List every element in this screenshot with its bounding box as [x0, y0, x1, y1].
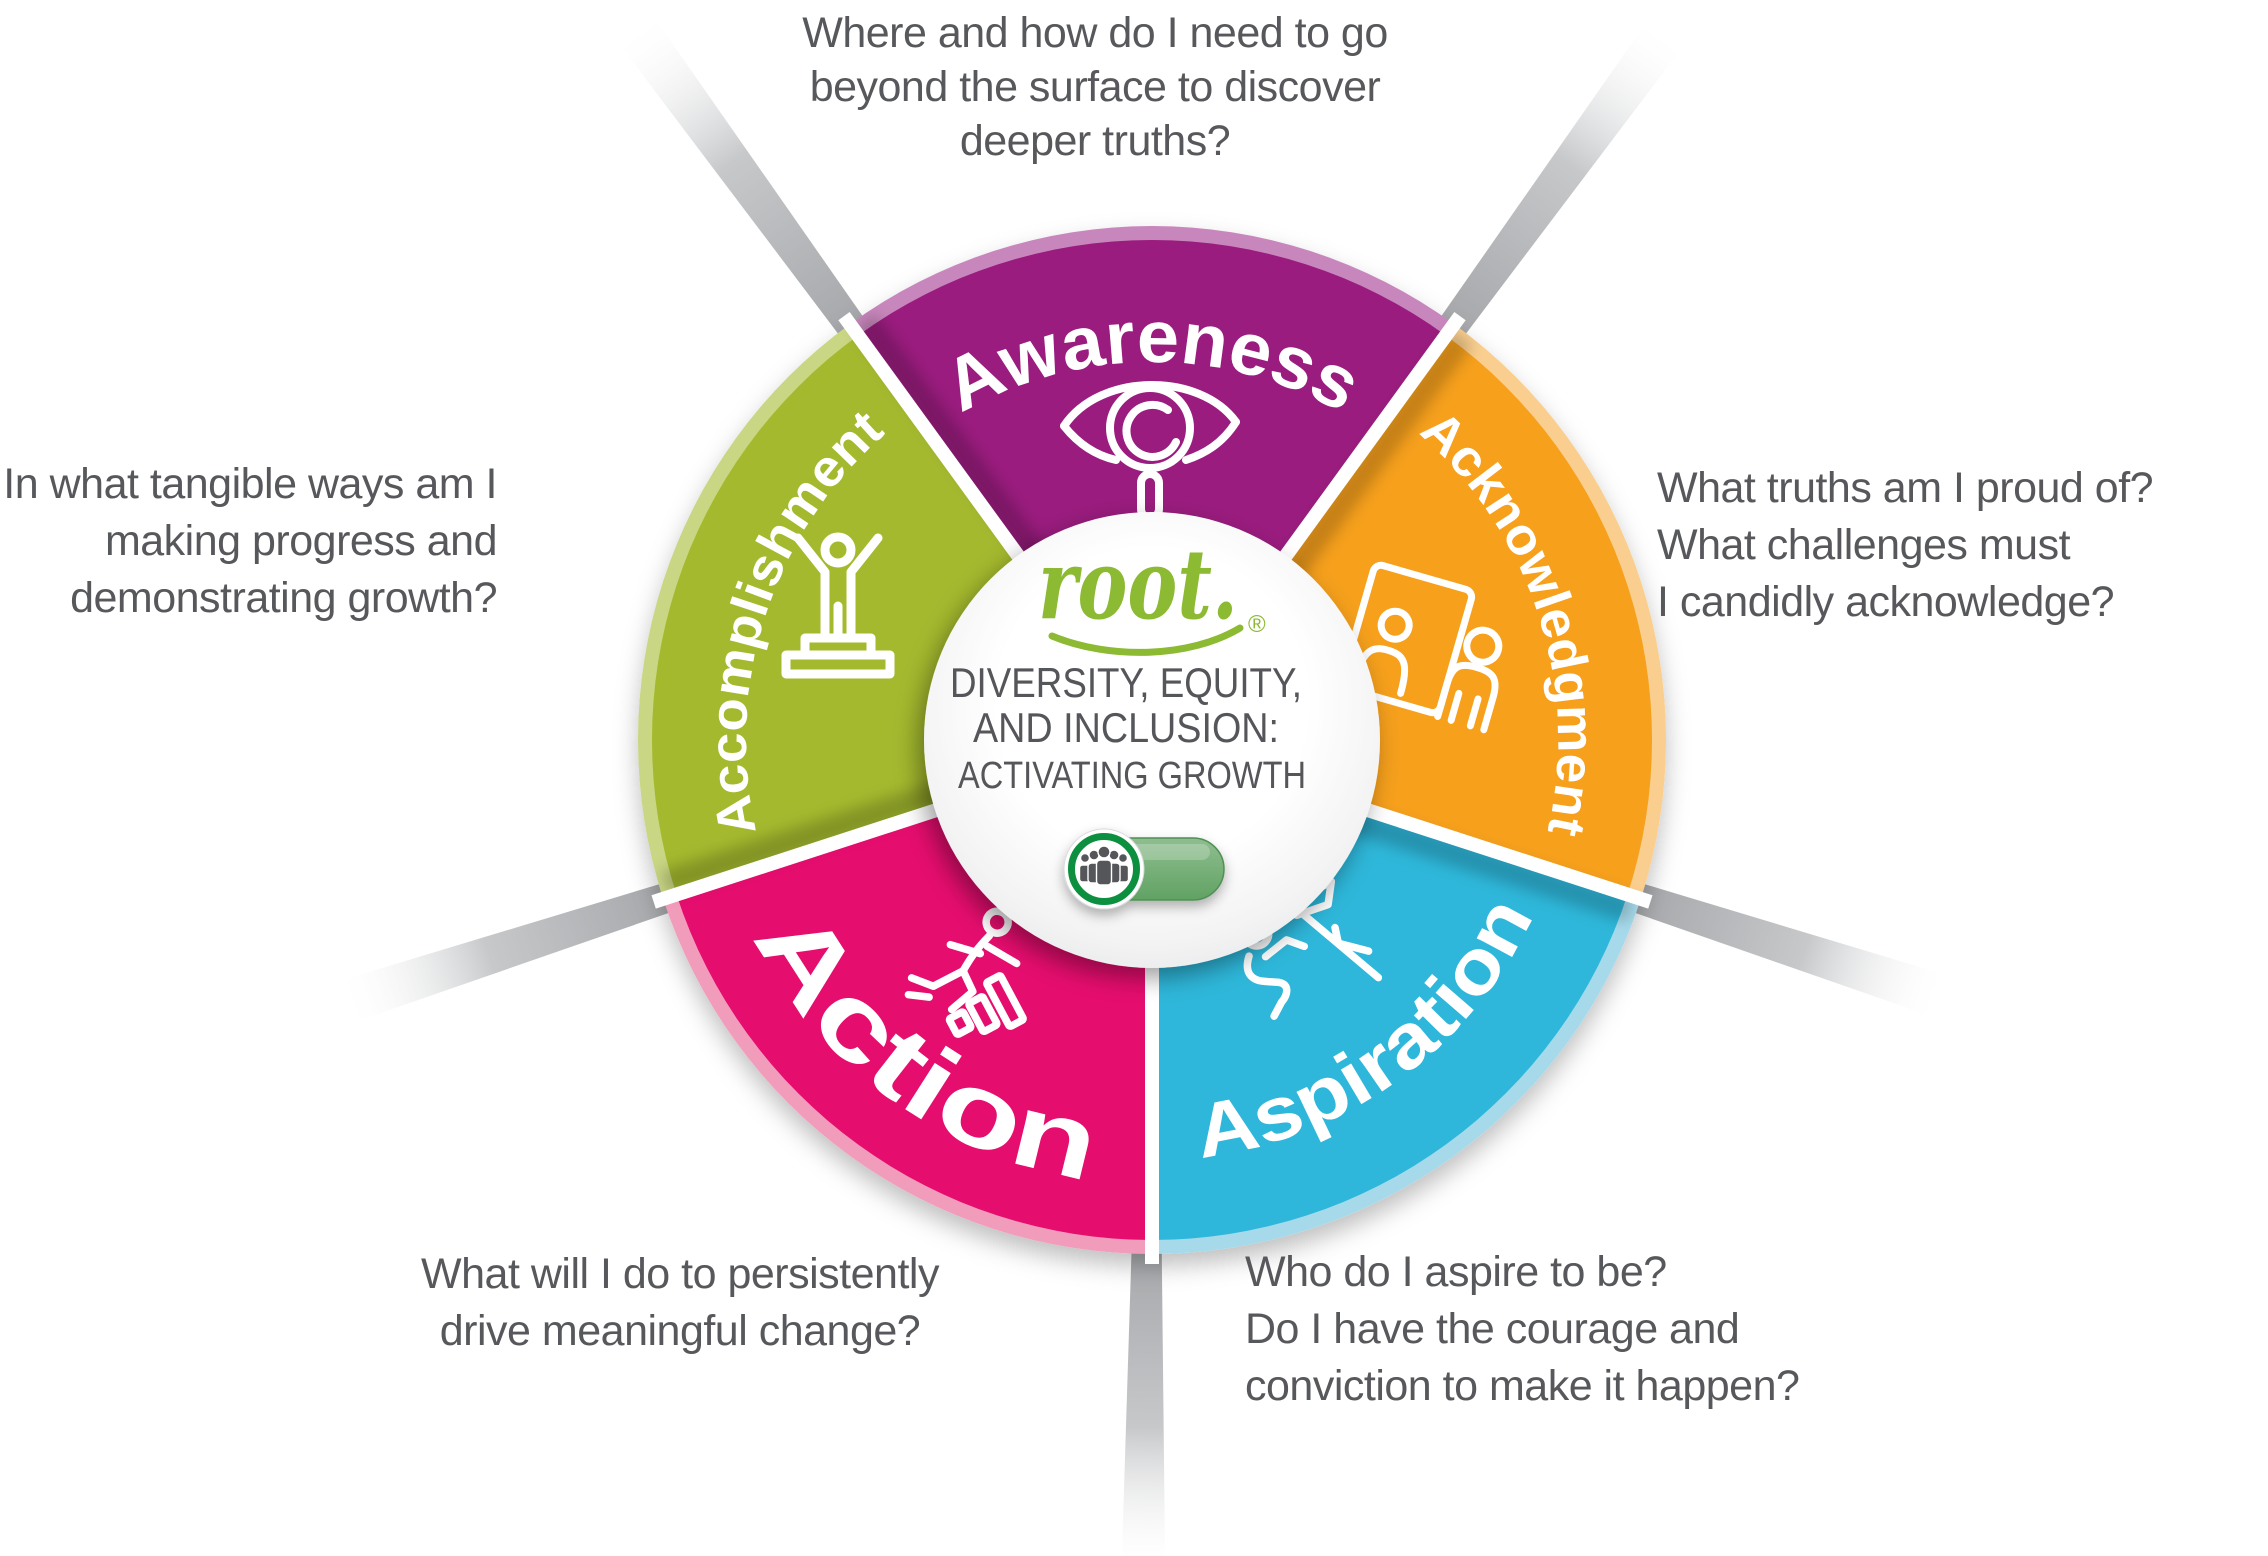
- center-hub: root. ® DIVERSITY, EQUITY, AND INCLUSION…: [924, 512, 1380, 968]
- question-line: conviction to make it happen?: [1245, 1362, 1800, 1410]
- segment-gap: [838, 311, 1050, 596]
- center-circle: [924, 512, 1380, 968]
- question-line: Who do I aspire to be?: [1245, 1248, 1667, 1296]
- question-line: drive meaningful change?: [439, 1307, 921, 1355]
- victory-podium-icon: [781, 532, 895, 679]
- root-logo: root.: [1038, 528, 1238, 641]
- mirror-reflection-icon: [1338, 561, 1503, 734]
- question-acknowledgment: What truths am I proud of? What challeng…: [1657, 460, 2268, 631]
- question-aspiration: Who do I aspire to be? Do I have the cou…: [1245, 1244, 2005, 1415]
- segment-edge-shadow: [1269, 329, 1473, 596]
- spoke-line: [334, 882, 676, 1025]
- segment-gap: [651, 790, 980, 909]
- question-line: making progress and: [104, 517, 498, 565]
- center-title-line1: DIVERSITY, EQUITY,: [950, 659, 1302, 706]
- radiating-spokes: [334, 11, 1951, 1556]
- segment-icons: [781, 381, 1503, 1038]
- center-title-line2: AND INCLUSION:: [973, 704, 1279, 751]
- segment-gap: [1254, 311, 1466, 596]
- eye-magnifier-icon: [1060, 381, 1240, 522]
- question-line: What will I do to persistently: [421, 1250, 939, 1298]
- question-line: What truths am I proud of?: [1657, 464, 2154, 512]
- people-group-icon: [1078, 845, 1130, 886]
- question-line: Do I have the courage and: [1245, 1305, 1740, 1353]
- center-title-line3: ACTIVATING GROWTH: [958, 755, 1306, 797]
- spoke-line: [1628, 882, 1951, 1019]
- segment-edge-shadow: [660, 775, 964, 897]
- toggle-knob: [1063, 828, 1145, 910]
- question-awareness: Where and how do I need to go beyond the…: [595, 6, 1595, 168]
- question-line: demonstrating growth?: [70, 574, 497, 622]
- question-line: In what tangible ways am I: [3, 460, 497, 508]
- question-accomplishment: In what tangible ways am I making progre…: [0, 456, 497, 627]
- question-line: beyond the surface to discover: [809, 63, 1381, 111]
- question-line: Where and how do I need to go: [802, 9, 1388, 57]
- segment-edge-shadow: [1331, 802, 1635, 923]
- question-action: What will I do to persistently drive mea…: [255, 1246, 1105, 1360]
- spoke-line: [1437, 16, 1686, 340]
- segment-gap: [1324, 790, 1653, 909]
- question-line: I candidly acknowledge?: [1657, 578, 2115, 626]
- segment-edge-shadow: [854, 313, 1058, 580]
- spoke-line: [1121, 1245, 1166, 1556]
- question-line: deeper truths?: [959, 117, 1231, 165]
- runner-growth-icon: [904, 907, 1027, 1038]
- question-line: What challenges must: [1657, 521, 2071, 569]
- logo-swash: [1048, 624, 1244, 656]
- registered-mark: ®: [1248, 611, 1266, 638]
- spoke-line: [614, 11, 867, 340]
- growth-toggle: [1063, 828, 1225, 910]
